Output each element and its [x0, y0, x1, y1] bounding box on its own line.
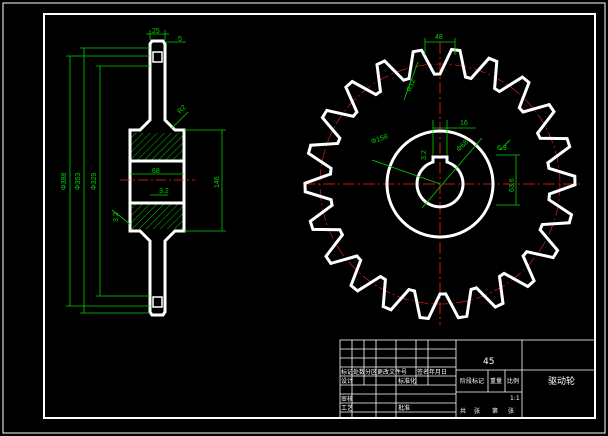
tooth-tip-bottom: [152, 296, 163, 308]
dim-d-root: Φ329: [91, 173, 98, 190]
dim-chamfer: 5: [178, 36, 182, 43]
page-label: 张: [474, 407, 480, 415]
tb-approve: 批准: [398, 404, 410, 412]
title-block: [339, 339, 596, 419]
dim-bore-dia: Φ68: [455, 139, 469, 153]
dim-hub-length: 146: [214, 176, 221, 188]
dim-hub-dia: Φ158: [370, 133, 389, 146]
tb-review: 审核: [341, 395, 353, 403]
dim-tooth-width: 25: [152, 28, 160, 35]
dim-keyway-depth: 63.6: [509, 178, 516, 192]
dim-tooth-radius: R12: [406, 78, 417, 93]
tb-count: 处数: [353, 368, 365, 376]
tb-sign: 签名: [417, 368, 429, 376]
tb-date: 年月日: [429, 368, 447, 376]
inner-frame: [43, 13, 596, 419]
tb-process: 工艺: [341, 404, 353, 412]
scale-value: 1:1: [510, 395, 520, 402]
dim-small-c: 3.2: [421, 150, 428, 160]
material: 45: [483, 357, 494, 367]
hub-circle: [385, 129, 495, 239]
dim-small-a: 3.2: [159, 188, 169, 195]
tb-mark: 标记: [341, 368, 353, 376]
dim-key-width: 16: [460, 120, 468, 127]
sprocket-outline: [303, 47, 577, 321]
stage-label: 阶段标记: [460, 377, 484, 385]
dim-fillet: R2: [176, 104, 187, 115]
dim-bore: 68: [152, 168, 160, 175]
tb-design: 设计: [341, 377, 353, 385]
tooth-tip-top: [152, 51, 163, 63]
side-view: Φ388 Φ353 Φ329 146 25 5 R2 68 3.2 3.2: [61, 28, 226, 317]
hub-upper-section: [130, 133, 183, 161]
dim-d-outer: Φ388: [61, 173, 68, 190]
part-name: 驱动轮: [548, 375, 575, 387]
hub-lower-section: [130, 203, 183, 229]
pitch-circle: [319, 63, 561, 305]
side-profile-outline: [128, 39, 186, 317]
weight-label: 重量: [490, 377, 502, 385]
dim-pitch-top: 48: [435, 34, 443, 41]
tb-zone: 分区: [365, 368, 377, 376]
front-view: 48 R12 Φ158 Φ68 16 63.6 6.3 3.2: [303, 34, 580, 325]
page2-label: 第: [492, 407, 498, 415]
dim-tol-a: 6.3: [497, 145, 507, 152]
ratio-label: 比例: [507, 377, 519, 385]
dim-small-b: 3.2: [113, 212, 120, 222]
tb-standard: 标准化: [398, 377, 416, 385]
tb-change-doc: 更改文件号: [377, 368, 407, 376]
dim-d-mid: Φ353: [75, 173, 82, 190]
page3-label: 张: [508, 407, 514, 415]
sheet-label: 共: [460, 407, 466, 415]
